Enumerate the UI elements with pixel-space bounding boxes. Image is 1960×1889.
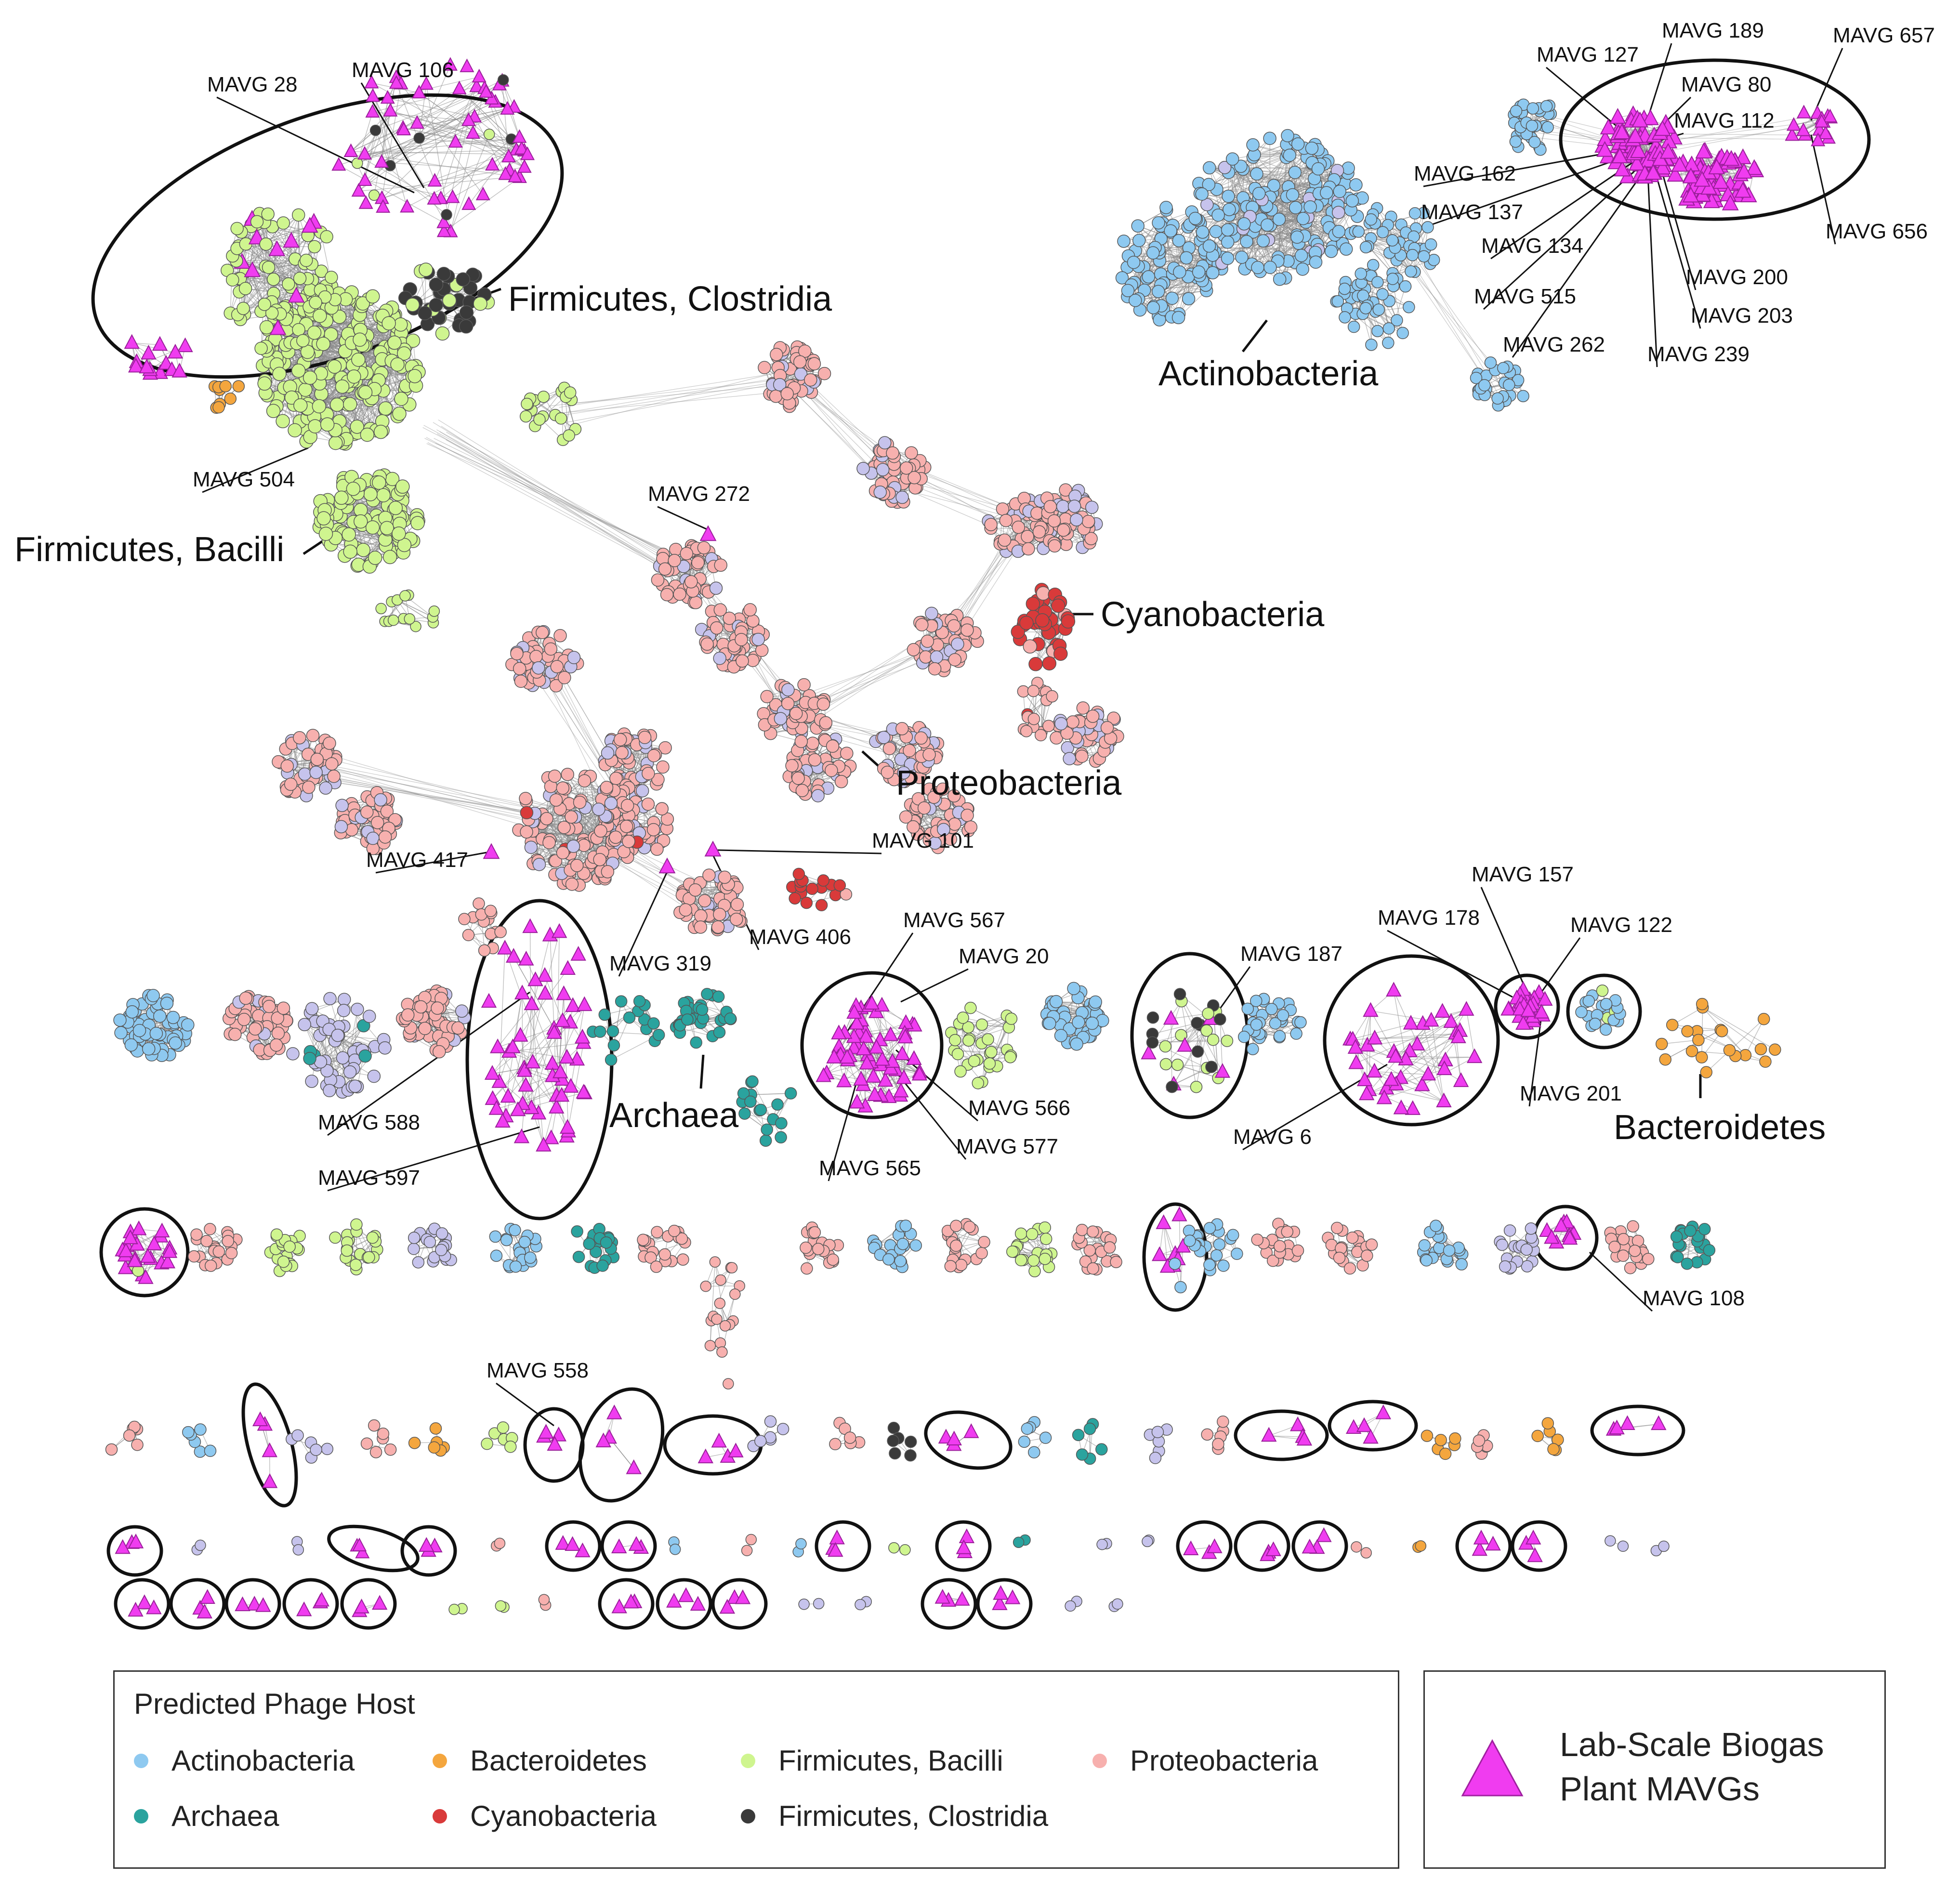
edge [397,600,434,623]
edge [474,117,506,175]
edge [435,443,701,567]
edge [440,139,512,199]
edge [558,380,795,424]
edge [468,120,525,168]
edge [419,120,469,139]
edge [564,385,781,405]
edge [358,84,500,192]
edge [450,88,485,232]
edge [436,429,689,571]
edge [439,431,692,584]
edge [315,762,583,815]
edge [403,128,517,151]
edge [422,427,678,560]
edge [426,84,451,232]
edge [427,442,693,584]
edge [436,433,690,583]
edge [351,151,528,155]
edge [444,177,520,232]
edge [804,643,934,727]
edge [351,84,500,152]
edge [446,439,692,581]
edge [365,149,516,155]
edge [1023,691,1049,726]
edge [338,165,444,223]
edge [446,432,698,572]
edge [257,223,296,260]
edge [533,800,557,864]
edge [387,98,475,118]
edge [381,98,492,163]
edge [956,519,1026,631]
edge [424,438,688,562]
edge [1137,225,1199,273]
edge [396,83,435,182]
edge [798,385,885,473]
edge [568,364,807,426]
edge [426,443,691,562]
edge [538,800,557,861]
edge [417,123,528,155]
edge [559,368,806,408]
edge [441,426,690,587]
edge [438,420,695,579]
edge [1123,225,1161,242]
edge [397,600,433,617]
edge [381,92,487,163]
edge [357,112,373,164]
edge [407,149,517,208]
edge [132,342,176,353]
edge [390,106,514,166]
edge [381,149,517,199]
edge [541,823,571,870]
edge [265,214,299,245]
edge [419,84,427,138]
edge [550,378,804,418]
edge [434,438,692,564]
edge [372,96,451,232]
edge [434,77,480,182]
edge [342,335,368,443]
edge [1123,241,1161,275]
edge [552,376,791,415]
edge [548,379,786,407]
edge [468,137,520,205]
edge [883,484,1018,519]
edge [423,425,689,568]
edge [433,422,679,574]
edge [357,108,508,164]
edge [455,139,512,143]
